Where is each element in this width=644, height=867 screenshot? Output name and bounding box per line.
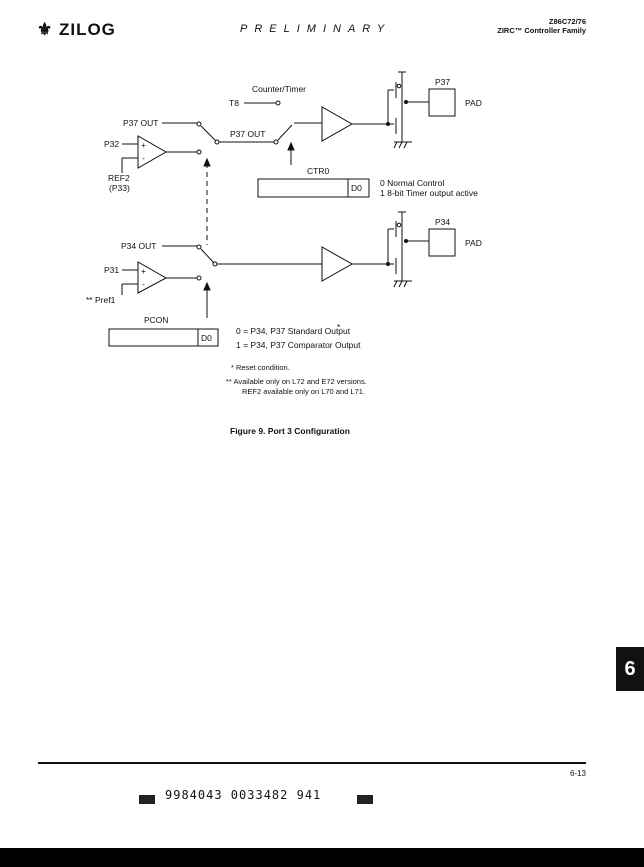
- comparator1: [137, 135, 168, 169]
- p34-out-label: P34 OUT: [121, 241, 156, 251]
- scan-bottom-band: [0, 848, 644, 867]
- comp2-minus: -: [142, 279, 145, 289]
- header-part-info: Z86C72/76 ZIRC™ Controller Family: [497, 17, 586, 35]
- barcode-block-right-icon: [357, 791, 373, 809]
- comp1-plus: +: [141, 140, 146, 150]
- switch1-common: [214, 139, 220, 145]
- preliminary-label: PRELIMINARY: [240, 23, 392, 35]
- gnd1-h3: [403, 141, 408, 149]
- pad-top-label: PAD: [465, 98, 482, 108]
- switch3-blade: [200, 248, 215, 264]
- ctr0-d0: D0: [351, 183, 362, 193]
- logo-icon: ⚜: [37, 20, 59, 39]
- pcon-desc-0: 0 = P34, P37 Standard Output: [236, 326, 351, 336]
- comp1-minus: -: [142, 153, 145, 163]
- pcon-label: PCON: [144, 315, 169, 325]
- gnd2-h1: [393, 280, 398, 288]
- comparator2: [137, 261, 168, 294]
- pad-bottom-box: [428, 228, 456, 257]
- ctr0-label: CTR0: [307, 166, 329, 176]
- ctr0-arrow-head: [287, 141, 295, 151]
- gnd1-h2: [398, 141, 403, 149]
- gnd2-h2: [398, 280, 403, 288]
- family-name: ZIRC™ Controller Family: [497, 26, 586, 35]
- pad-bottom-label: PAD: [465, 238, 482, 248]
- pcon-d0: D0: [201, 333, 212, 343]
- section-tab: 6: [616, 647, 644, 691]
- pcon-arrow-top: [203, 157, 211, 167]
- comp2-plus: +: [141, 266, 146, 276]
- counter-timer-label: Counter/Timer: [252, 84, 306, 94]
- note-reset: * Reset condition.: [231, 363, 290, 372]
- part-number: Z86C72/76: [548, 17, 586, 26]
- comp2-node: [196, 275, 202, 281]
- switch2-blade: [277, 124, 293, 141]
- figure-caption: Figure 9. Port 3 Configuration: [230, 426, 350, 436]
- ctr0-desc-1: 1 8-bit Timer output active: [380, 188, 478, 198]
- p37-out-mid-label: P37 OUT: [230, 129, 265, 139]
- note-versions: ** Available only on L72 and E72 version…: [226, 377, 367, 386]
- p33-label: (P33): [109, 183, 130, 193]
- switch2-common: [273, 139, 279, 145]
- zilog-logo: ⚜ ZILOG: [37, 20, 116, 39]
- t8-label: T8: [229, 98, 239, 108]
- ctr0-desc-0: 0 Normal Control: [380, 178, 444, 188]
- p31-label: P31: [104, 265, 119, 275]
- pcon-register: [108, 328, 219, 347]
- p37-pin-label: P37: [435, 77, 450, 87]
- pref1-label: ** Pref1: [86, 295, 116, 305]
- gnd2-h3: [403, 280, 408, 288]
- p37-out-top-label: P37 OUT: [123, 118, 158, 128]
- barcode-text: 9984043 0033482 941: [165, 788, 322, 802]
- ref2-label: REF2: [108, 173, 130, 183]
- pcon-desc-0-star: *: [337, 322, 341, 332]
- pcon-desc-1: 1 = P34, P37 Comparator Output: [236, 340, 361, 350]
- page-number: 6-13: [569, 769, 586, 778]
- buffer1: [321, 106, 354, 142]
- gnd1-h1: [393, 141, 398, 149]
- comp1-node: [196, 149, 202, 155]
- barcode-block-left-icon: [139, 791, 155, 809]
- p32-label: P32: [104, 139, 119, 149]
- t8-node: [275, 100, 281, 106]
- p37-out-top-node: [196, 121, 202, 127]
- pmos2-bubble: [396, 222, 402, 228]
- buffer2: [321, 246, 354, 282]
- switch3-common: [212, 261, 218, 267]
- pad-top-box: [428, 88, 456, 117]
- pcon-arrow-head: [203, 281, 211, 291]
- switch1-blade: [200, 125, 217, 142]
- ctr0-register: [257, 178, 370, 198]
- note-ref2: REF2 available only on L70 and L71.: [242, 387, 366, 396]
- pmos1-bubble: [396, 83, 402, 89]
- p34-pin-label: P34: [435, 217, 450, 227]
- footer-rule: [38, 762, 586, 764]
- p34-out-node: [196, 244, 202, 250]
